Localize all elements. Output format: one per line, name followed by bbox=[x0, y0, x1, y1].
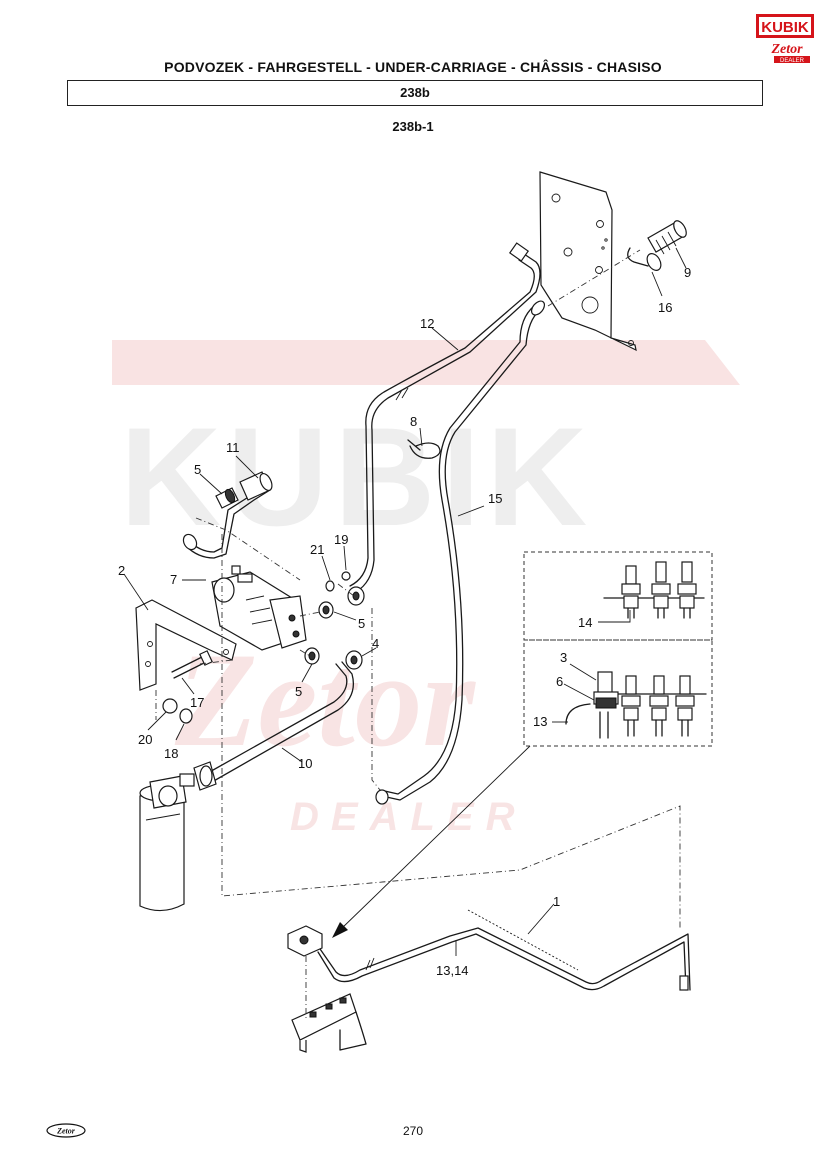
callout-15: 15 bbox=[488, 491, 502, 506]
valve-bank-13 bbox=[565, 671, 707, 739]
leader-dash bbox=[195, 517, 301, 581]
pipe-1 bbox=[467, 909, 579, 971]
zetor-footer-logo: Zetor bbox=[46, 1123, 86, 1138]
logo-text: KUBIK bbox=[761, 19, 809, 36]
page-number: 270 bbox=[402, 1124, 424, 1138]
figure-code: 238b-1 bbox=[392, 119, 434, 134]
valve-bank-14 bbox=[598, 561, 705, 623]
logo-sub-text: Zetor bbox=[770, 42, 803, 57]
callout-6: 6 bbox=[556, 674, 563, 689]
callout-14: 14 bbox=[578, 615, 592, 630]
callout-9: 9 bbox=[684, 265, 691, 280]
pipe-12 bbox=[349, 242, 541, 593]
callout-12: 12 bbox=[420, 316, 434, 331]
detail-box-14 bbox=[523, 551, 713, 641]
callout-8: 8 bbox=[410, 414, 417, 429]
page-title: PODVOZEK - FAHRGESTELL - UNDER-CARRIAGE … bbox=[164, 59, 662, 75]
callout-5b: 5 bbox=[358, 616, 365, 631]
callout-13: 13 bbox=[533, 714, 547, 729]
pointer-line bbox=[339, 745, 531, 931]
washer-20 bbox=[162, 698, 178, 714]
leader-lines bbox=[123, 247, 687, 956]
callout-2: 2 bbox=[118, 563, 125, 578]
nut-4 bbox=[345, 586, 365, 670]
hose-clip bbox=[407, 439, 441, 459]
bracket-2 bbox=[135, 599, 237, 691]
hose-15 bbox=[371, 300, 546, 805]
leader-dash bbox=[299, 583, 355, 657]
quick-coupling bbox=[647, 220, 687, 255]
callout-20: 20 bbox=[138, 732, 152, 747]
watermark-text: KUBIK bbox=[120, 398, 593, 555]
watermark-bar-top bbox=[112, 340, 740, 385]
union-5b bbox=[318, 601, 334, 619]
bolt-17 bbox=[171, 650, 213, 679]
leader-dash bbox=[547, 249, 641, 307]
frame-bracket bbox=[291, 956, 367, 1053]
mount-block bbox=[287, 925, 323, 957]
callout-18: 18 bbox=[164, 746, 178, 761]
mounting-plate bbox=[539, 171, 637, 352]
callout-16: 16 bbox=[658, 300, 672, 315]
callout-19: 19 bbox=[334, 532, 348, 547]
washer-21 bbox=[325, 580, 335, 592]
callout-1: 1 bbox=[553, 894, 560, 909]
callout-5c: 5 bbox=[295, 684, 302, 699]
pointer-arrow bbox=[332, 922, 348, 938]
detail-box-13 bbox=[523, 639, 713, 747]
valve-7 bbox=[211, 565, 307, 651]
section-box bbox=[67, 80, 763, 106]
callout-4: 4 bbox=[372, 636, 379, 651]
union-5c bbox=[304, 647, 320, 665]
callout-13-14: 13,14 bbox=[436, 963, 469, 978]
callout-5a: 5 bbox=[194, 462, 201, 477]
pipe-10 bbox=[193, 661, 355, 791]
callout-11: 11 bbox=[226, 440, 240, 455]
section-code: 238b bbox=[400, 85, 430, 100]
logo-dealer-text: DEALER bbox=[780, 58, 805, 64]
footer-logo-text: Zetor bbox=[56, 1127, 76, 1136]
callout-7: 7 bbox=[170, 572, 177, 587]
nut-19 bbox=[341, 571, 351, 581]
watermark-dealer-text: DEALER bbox=[290, 795, 526, 839]
kubik-logo: KUBIK Zetor DEALER bbox=[756, 14, 814, 64]
leader-dash bbox=[221, 534, 681, 930]
callout-17: 17 bbox=[190, 695, 204, 710]
pipe-11 bbox=[182, 471, 273, 559]
filter bbox=[139, 773, 195, 912]
callout-10: 10 bbox=[298, 756, 312, 771]
leader-dash bbox=[155, 659, 233, 720]
callout-3: 3 bbox=[560, 650, 567, 665]
nut-18 bbox=[179, 708, 193, 724]
dust-cap bbox=[627, 247, 662, 271]
line-13-14 bbox=[317, 927, 691, 991]
callout-21: 21 bbox=[310, 542, 324, 557]
